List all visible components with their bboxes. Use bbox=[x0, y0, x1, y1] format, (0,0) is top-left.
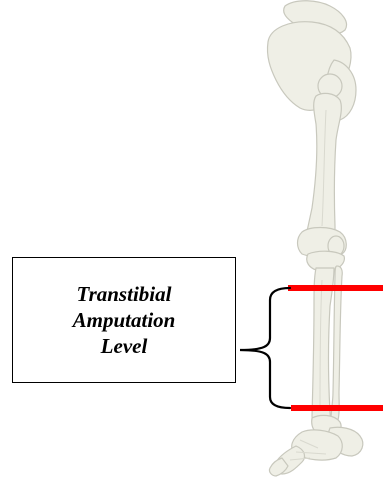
label-line-1: Transtibial bbox=[73, 281, 176, 307]
leg-skeleton-illustration bbox=[267, 1, 362, 476]
label-line-2: Amputation bbox=[73, 307, 176, 333]
tibia bbox=[312, 268, 334, 428]
curly-brace bbox=[240, 288, 290, 408]
label-line-3: Level bbox=[73, 333, 176, 359]
amputation-label: Transtibial Amputation Level bbox=[73, 281, 176, 359]
amputation-label-box: Transtibial Amputation Level bbox=[12, 257, 236, 383]
